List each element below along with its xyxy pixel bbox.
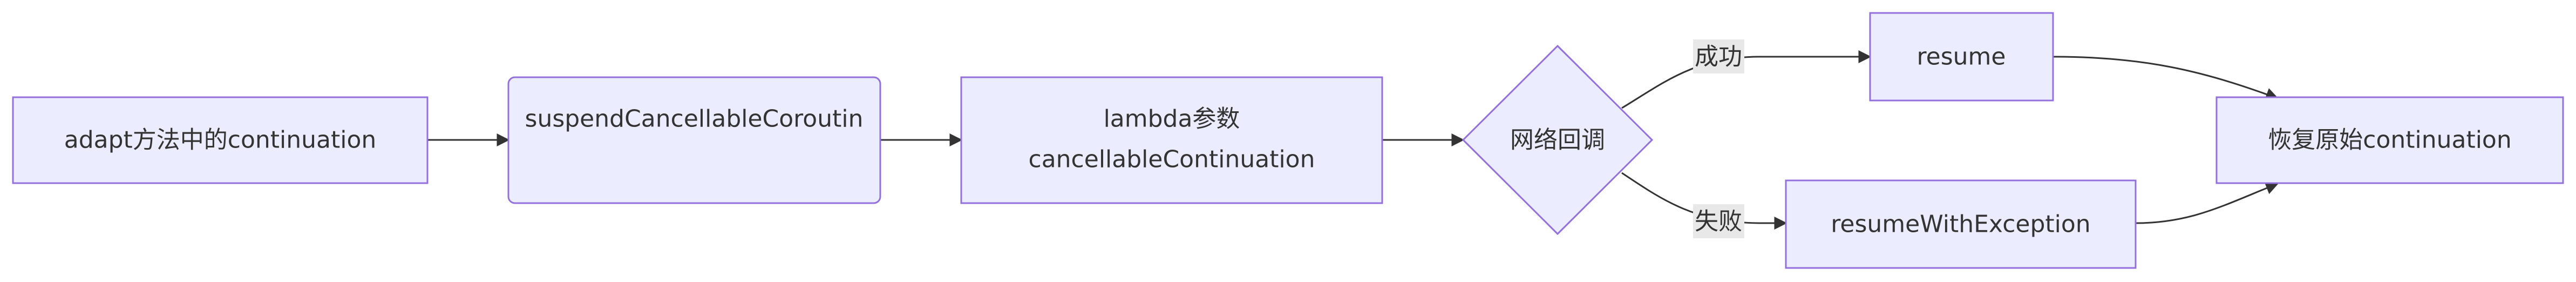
edge-resume-to-restore: [2052, 56, 2279, 100]
node-suspend-cancellable-coroutine-label: suspendCancellableCoroutin: [525, 105, 864, 133]
edge-label-failure-text: 失败: [1695, 208, 1742, 236]
node-adapt-continuation: adapt方法中的continuation: [12, 96, 429, 184]
node-suspend-cancellable-coroutine: suspendCancellableCoroutin: [507, 76, 881, 204]
node-lambda-parameter-line1: lambda参数: [1104, 105, 1240, 133]
node-resume-with-exception-label: resumeWithException: [1831, 211, 2090, 238]
node-resume-label: resume: [1917, 43, 2006, 71]
edge-label-success: 成功: [1693, 39, 1744, 73]
edge-network-to-resume: [1621, 50, 1872, 109]
node-restore-original-continuation: 恢复原始continuation: [2215, 96, 2564, 184]
node-resume: resume: [1869, 12, 2054, 102]
edge-network-to-resume-exception: [1621, 172, 1787, 230]
node-restore-original-continuation-label: 恢复原始continuation: [2268, 126, 2512, 154]
edge-label-failure: 失败: [1693, 204, 1744, 238]
node-resume-with-exception: resumeWithException: [1785, 179, 2137, 269]
node-lambda-parameter-line2: cancellableContinuation: [1029, 146, 1315, 173]
node-network-callback-label: 网络回调: [1510, 126, 1605, 154]
node-network-callback: 网络回调: [1462, 44, 1654, 236]
node-adapt-continuation-label: adapt方法中的continuation: [64, 126, 377, 154]
node-lambda-parameter: lambda参数 cancellableContinuation: [960, 76, 1383, 204]
edge-label-success-text: 成功: [1695, 43, 1742, 71]
edge-resume-exception-to-restore: [2135, 182, 2279, 224]
